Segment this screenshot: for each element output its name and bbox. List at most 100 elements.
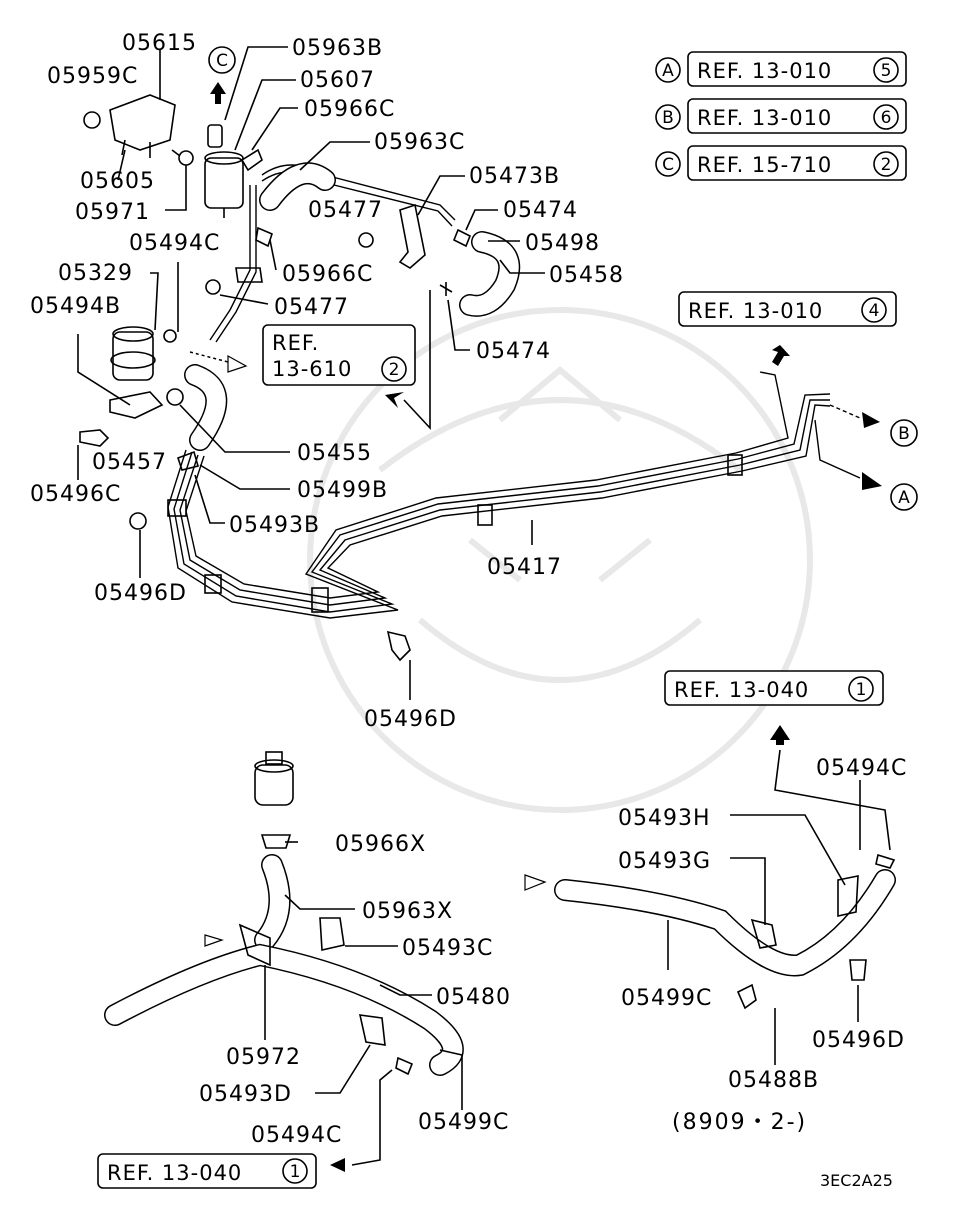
marker-a-diagram-label: A: [898, 488, 910, 508]
part-05496D-left[interactable]: 05496D: [94, 581, 187, 606]
arrow-ref-040-bottom-icon: [330, 1158, 345, 1172]
ref-040-top-num: 1: [856, 680, 867, 700]
ref-box-13-010-4[interactable]: REF. 13-010 4: [678, 291, 897, 327]
part-05966X[interactable]: 05966X: [335, 832, 426, 857]
clip-05493H-drawing: [837, 875, 859, 917]
part-05496D-mid[interactable]: 05496D: [364, 707, 457, 732]
part-05480[interactable]: 05480: [436, 985, 511, 1010]
part-05473B[interactable]: 05473B: [469, 164, 560, 189]
grommet-05488B-drawing: [736, 983, 757, 1010]
marker-a-circle[interactable]: A: [890, 483, 918, 511]
marker-b-circle[interactable]: B: [890, 419, 918, 447]
hollow-arrow-bottom-left-icon: [204, 934, 224, 947]
clip-05966C-lower-drawing: [235, 267, 263, 283]
part-05499C-bottom[interactable]: 05499C: [418, 1110, 509, 1135]
ref-box-b[interactable]: B REF. 13-010 6: [655, 98, 907, 134]
arrow-ref-4-icon: [772, 345, 790, 366]
ref-box-a[interactable]: A REF. 13-010 5: [655, 51, 907, 87]
part-labels: 05615 05963B 05959C 05607 05966C 05963C …: [30, 31, 907, 1148]
vapor-pipes-upper: [209, 162, 456, 343]
ref-040-top-text: REF. 13-040: [674, 678, 809, 702]
bolt-05477-drawing: [358, 232, 374, 248]
part-05966C-top[interactable]: 05966C: [304, 97, 395, 122]
watermark-emblem: [307, 307, 813, 813]
ref-610-line2: 13-610: [272, 357, 352, 381]
part-05493B[interactable]: 05493B: [229, 513, 320, 538]
hose-05455-drawing: [184, 364, 228, 451]
bolt-05496D-mid-drawing: [386, 630, 411, 662]
part-05488B[interactable]: 05488B: [728, 1068, 819, 1093]
part-05457[interactable]: 05457: [92, 450, 167, 475]
part-05963C[interactable]: 05963C: [374, 130, 465, 155]
part-05963X[interactable]: 05963X: [362, 899, 453, 924]
ref-b-text: REF. 13-010: [697, 106, 832, 130]
clip-05494C-bottom-drawing: [395, 1056, 414, 1076]
marker-c-circle[interactable]: C: [208, 46, 236, 74]
ref-box-c[interactable]: C REF. 15-710 2: [655, 145, 907, 181]
part-05329[interactable]: 05329: [58, 261, 133, 286]
clamp-05474-drawing: [452, 228, 472, 248]
part-05605[interactable]: 05605: [80, 169, 155, 194]
ref-040-bottom-text: REF. 13-040: [107, 1161, 242, 1185]
hose-05458-drawing: [459, 231, 521, 317]
clip-05494C-top-drawing: [163, 329, 177, 343]
canister-05966X-drawing: [254, 751, 294, 849]
arrow-b-icon: [862, 412, 880, 428]
part-05477-top[interactable]: 05477: [308, 198, 383, 223]
part-05494C-right[interactable]: 05494C: [816, 756, 907, 781]
part-05494C-bottom[interactable]: 05494C: [251, 1123, 342, 1148]
ref-040-bottom-num: 1: [290, 1162, 301, 1182]
clip-05966C-drawing: [255, 226, 273, 248]
part-05963B[interactable]: 05963B: [292, 36, 383, 61]
part-05496D-right[interactable]: 05496D: [812, 1028, 905, 1053]
part-05494C-top[interactable]: 05494C: [129, 231, 220, 256]
marker-c-diagram-label: C: [216, 51, 228, 71]
part-05474-mid[interactable]: 05474: [476, 339, 551, 364]
ref-4-text: REF. 13-010: [688, 299, 823, 323]
part-05493C[interactable]: 05493C: [402, 936, 493, 961]
ref-c-text: REF. 15-710: [697, 153, 832, 177]
part-05971[interactable]: 05971: [75, 200, 150, 225]
date-range-note: (8909・2-): [672, 1110, 807, 1135]
hose-05480-drawing: [104, 943, 464, 1076]
bolt-05496D-right-drawing: [849, 959, 867, 981]
part-05458[interactable]: 05458: [549, 263, 624, 288]
part-05455[interactable]: 05455: [297, 441, 372, 466]
ref-box-13-040-bottom[interactable]: REF. 13-040 1: [97, 1153, 317, 1189]
bolt-05496C-drawing: [79, 429, 110, 447]
ref-4-num: 4: [869, 301, 880, 321]
drawing-code: 3EC2A25: [820, 1171, 893, 1190]
part-05494B[interactable]: 05494B: [30, 294, 121, 319]
leader-lines: [77, 46, 861, 1110]
part-05966C-mid[interactable]: 05966C: [282, 262, 373, 287]
marker-b-label: B: [662, 108, 674, 128]
part-05493H[interactable]: 05493H: [618, 806, 711, 831]
hose-05499C-right-drawing: [554, 869, 896, 977]
ref-box-13-610[interactable]: REF. 13-610 2: [262, 324, 416, 386]
arrow-to-610-icon: [385, 392, 404, 408]
part-05493D[interactable]: 05493D: [199, 1082, 292, 1107]
ref-box-13-040-top[interactable]: REF. 13-040 1: [664, 670, 884, 706]
part-05615[interactable]: 05615: [122, 31, 197, 56]
part-05493G[interactable]: 05493G: [618, 849, 711, 874]
canister-bracket-drawing: [83, 94, 194, 166]
ref-a-text: REF. 13-010: [697, 59, 832, 83]
part-05959C[interactable]: 05959C: [47, 64, 138, 89]
part-05496C[interactable]: 05496C: [30, 482, 121, 507]
ref-c-num: 2: [881, 155, 892, 175]
part-05607[interactable]: 05607: [300, 68, 375, 93]
ref-610-line1: REF.: [272, 331, 319, 355]
hollow-arrow-icon: [227, 354, 248, 373]
part-05477-mid[interactable]: 05477: [274, 295, 349, 320]
part-05499B[interactable]: 05499B: [297, 478, 388, 503]
part-05498[interactable]: 05498: [525, 231, 600, 256]
bracket-05494B-drawing: [109, 391, 164, 419]
part-05972[interactable]: 05972: [226, 1045, 301, 1070]
clip-05494C-right-drawing: [875, 853, 896, 869]
part-05417[interactable]: 05417: [487, 555, 562, 580]
arrow-ref-040-top-icon: [770, 725, 790, 745]
ref-610-num: 2: [389, 360, 400, 380]
part-05499C-right[interactable]: 05499C: [621, 986, 712, 1011]
part-05474-top[interactable]: 05474: [503, 198, 578, 223]
clip-05493D-drawing: [358, 1014, 386, 1046]
